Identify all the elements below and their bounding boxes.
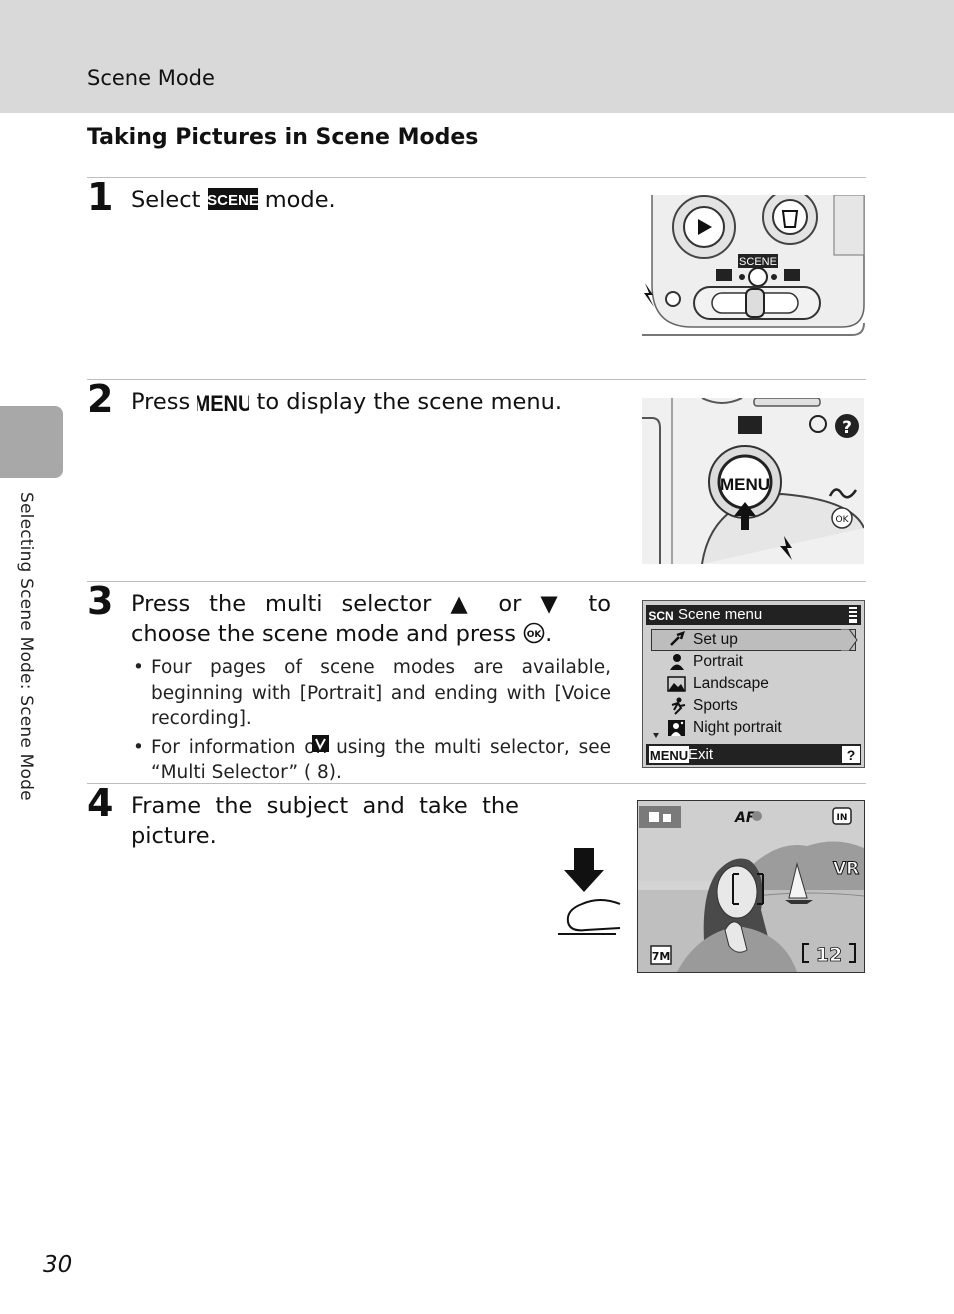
scene-menu-icon: SCN (649, 607, 673, 623)
monitor-preview: AF IN VR 7M 12 (637, 800, 865, 973)
face-detect-brackets (732, 873, 764, 905)
internal-memory-icon (832, 807, 852, 825)
step-divider (87, 783, 866, 784)
scene-label: SCENE (739, 256, 777, 268)
af-indicator-icon: AF (734, 810, 756, 826)
step-divider (87, 581, 866, 582)
menu-item-portrait[interactable]: Portrait (693, 653, 743, 670)
menu-button-illustration: ? MENU OK (642, 398, 864, 564)
step-3-line2: choose the scene mode and press OK . (131, 619, 552, 649)
step-3-notes: Four pages of scene modes are available,… (131, 655, 611, 789)
scene-menu-title: Scene menu (678, 606, 763, 623)
step-2-text-after: to display the scene menu. (256, 389, 563, 415)
step-divider (87, 177, 866, 178)
exit-label[interactable]: Exit (688, 746, 714, 763)
page-number: 30 (43, 1252, 73, 1278)
landscape-icon (667, 675, 687, 693)
zoom-icon (809, 415, 827, 433)
night-portrait-icon (667, 719, 687, 737)
press-arrow-icon (734, 502, 756, 530)
sports-icon (667, 697, 687, 715)
svg-text:?: ? (847, 747, 856, 763)
step-2-number: 2 (87, 377, 114, 421)
ok-icon-label: OK (527, 630, 543, 640)
header-title: Scene Mode (87, 66, 215, 90)
vibration-icon (828, 488, 858, 499)
thumbnail-icon (738, 416, 762, 434)
note-item: For information on using the multi selec… (131, 735, 611, 786)
camera-mode-icon (716, 269, 732, 281)
menu-button-icon-label: MENU (197, 392, 249, 412)
section-title: Taking Pictures in Scene Modes (87, 125, 479, 150)
menu-item-setup[interactable]: Set up (693, 631, 738, 648)
portrait-icon (667, 653, 687, 671)
chapter-tab (0, 406, 63, 478)
scene-menu-footer: MENU Exit ? (646, 744, 861, 765)
scene-icon-label: SCENE (208, 192, 258, 209)
shutter-press-illustration (558, 848, 621, 935)
step-3-number: 3 (87, 579, 114, 623)
scene-menu-screen: SCN Scene menu Set up Portrait Landscape… (642, 600, 865, 768)
finger-icon (566, 899, 621, 932)
woman-hand (724, 921, 748, 953)
help-icon (835, 414, 859, 438)
step-divider (87, 379, 866, 380)
press-down-arrow-icon (564, 848, 604, 892)
vr-icon: VR (833, 859, 859, 879)
menu-button-icon: MENU (649, 746, 689, 763)
mode-dial-illustration: SCENE (642, 195, 866, 347)
flash-icon (780, 536, 792, 560)
mountains (747, 841, 864, 890)
step-3-line2-after: . (545, 621, 553, 647)
scene-icon: SCENE (207, 188, 258, 210)
scene-menu-titlebar: SCN Scene menu (646, 605, 861, 625)
header-band (0, 0, 954, 113)
menu-item-landscape[interactable]: Landscape (693, 675, 769, 692)
step-4-line1: Frame the subject and take the (131, 793, 519, 819)
step-3-line1: Press the multi selector ▲ or ▼ to (131, 591, 611, 617)
selection-arrow-icon (841, 629, 858, 651)
step-2-text-before: Press (131, 389, 191, 415)
image-mode-icon (650, 945, 672, 965)
frames-remaining: 12 (816, 944, 842, 966)
note-item: Four pages of scene modes are available,… (131, 655, 611, 732)
ok-icon: OK (523, 622, 545, 644)
step-2-text: Press MENU to display the scene menu. (131, 387, 562, 417)
help-icon: ? (842, 746, 860, 763)
svg-text:?: ? (842, 418, 852, 438)
woman-face (716, 865, 758, 919)
menu-item-sports[interactable]: Sports (693, 697, 738, 714)
step-4-line2: picture. (131, 823, 217, 849)
scene-mode-indicator (639, 806, 681, 828)
svg-text:SCN: SCN (649, 609, 673, 623)
ok-button (831, 507, 853, 529)
step-1-text-before: Select (131, 187, 201, 213)
setup-icon (667, 631, 687, 649)
movie-mode-icon (784, 269, 800, 281)
reference-page-icon (312, 735, 329, 752)
flash-lamp-icon (644, 283, 654, 307)
menu-button-icon: MENU (197, 392, 249, 412)
scroll-down-icon (653, 733, 659, 738)
menu-footer-button-label: MENU (650, 748, 688, 763)
image-size-label: 7M (652, 950, 671, 963)
chapter-tab-label: Selecting Scene Mode: Scene Mode (16, 492, 36, 801)
page-indicator-icon (849, 607, 857, 623)
scene-label-box (738, 254, 778, 268)
svg-text:IN: IN (837, 813, 848, 823)
step-4-number: 4 (87, 781, 114, 825)
ok-button-label: OK (836, 515, 850, 525)
playback-icon (698, 219, 712, 235)
menu-item-night-portrait[interactable]: Night portrait (693, 719, 782, 736)
menu-button-label: MENU (720, 475, 770, 494)
step-3-line2-before: choose the scene mode and press (131, 621, 516, 647)
step-1-text: Select SCENE mode. (131, 185, 336, 215)
trash-icon (781, 210, 799, 228)
step-1-text-after: mode. (264, 187, 336, 213)
sailboat (788, 862, 808, 899)
step-1-number: 1 (87, 175, 114, 219)
